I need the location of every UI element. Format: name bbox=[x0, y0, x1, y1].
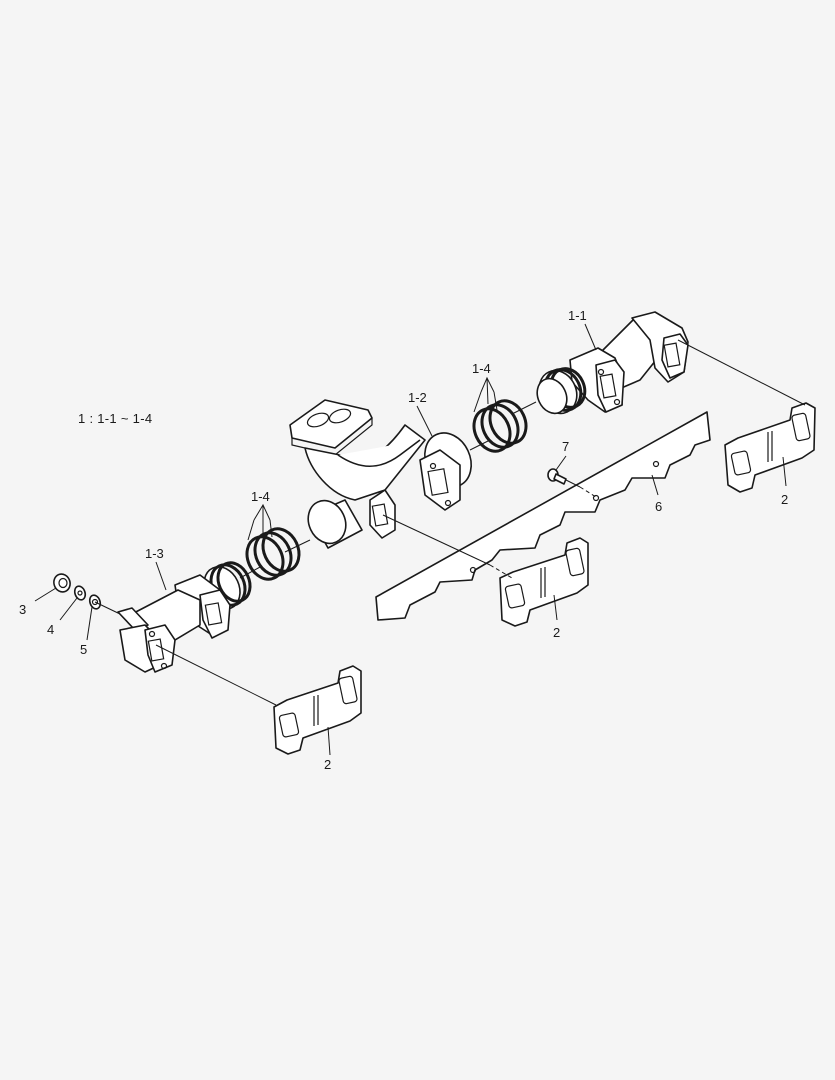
manifold-section-1-2 bbox=[289, 399, 472, 539]
gasket-2-right bbox=[724, 402, 816, 493]
gasket-2-center bbox=[499, 537, 589, 627]
gasket-2-lower bbox=[273, 665, 362, 755]
callout-3: 3 bbox=[19, 602, 27, 617]
heat-shield-plate-6 bbox=[375, 411, 711, 621]
callout-1-1: 1-1 bbox=[568, 308, 587, 323]
manifold-section-1-3 bbox=[117, 561, 252, 673]
callout-2-center: 2 bbox=[553, 625, 561, 640]
seal-rings-1-4-lower bbox=[245, 527, 301, 581]
callout-1-4-upper: 1-4 bbox=[472, 361, 491, 376]
callout-7: 7 bbox=[562, 439, 570, 454]
callout-1-4-lower: 1-4 bbox=[251, 489, 270, 504]
callout-4: 4 bbox=[47, 622, 55, 637]
callout-5: 5 bbox=[80, 642, 88, 657]
washer-4 bbox=[73, 585, 87, 601]
seal-rings-1-4-upper bbox=[472, 399, 528, 453]
assembly-note: 1 : 1-1 ~ 1-4 bbox=[78, 411, 153, 426]
connecting-sleeve bbox=[307, 499, 363, 549]
callout-1-3: 1-3 bbox=[145, 546, 164, 561]
bolt-7 bbox=[547, 468, 567, 485]
callout-1-2: 1-2 bbox=[408, 390, 427, 405]
nut-3 bbox=[53, 573, 71, 593]
callout-2-right: 2 bbox=[781, 492, 789, 507]
callout-2-lower: 2 bbox=[324, 757, 332, 772]
callout-leaders bbox=[34, 323, 787, 756]
assembly-lines bbox=[94, 339, 806, 706]
manifold-section-1-1 bbox=[536, 311, 689, 415]
callout-6: 6 bbox=[655, 499, 663, 514]
